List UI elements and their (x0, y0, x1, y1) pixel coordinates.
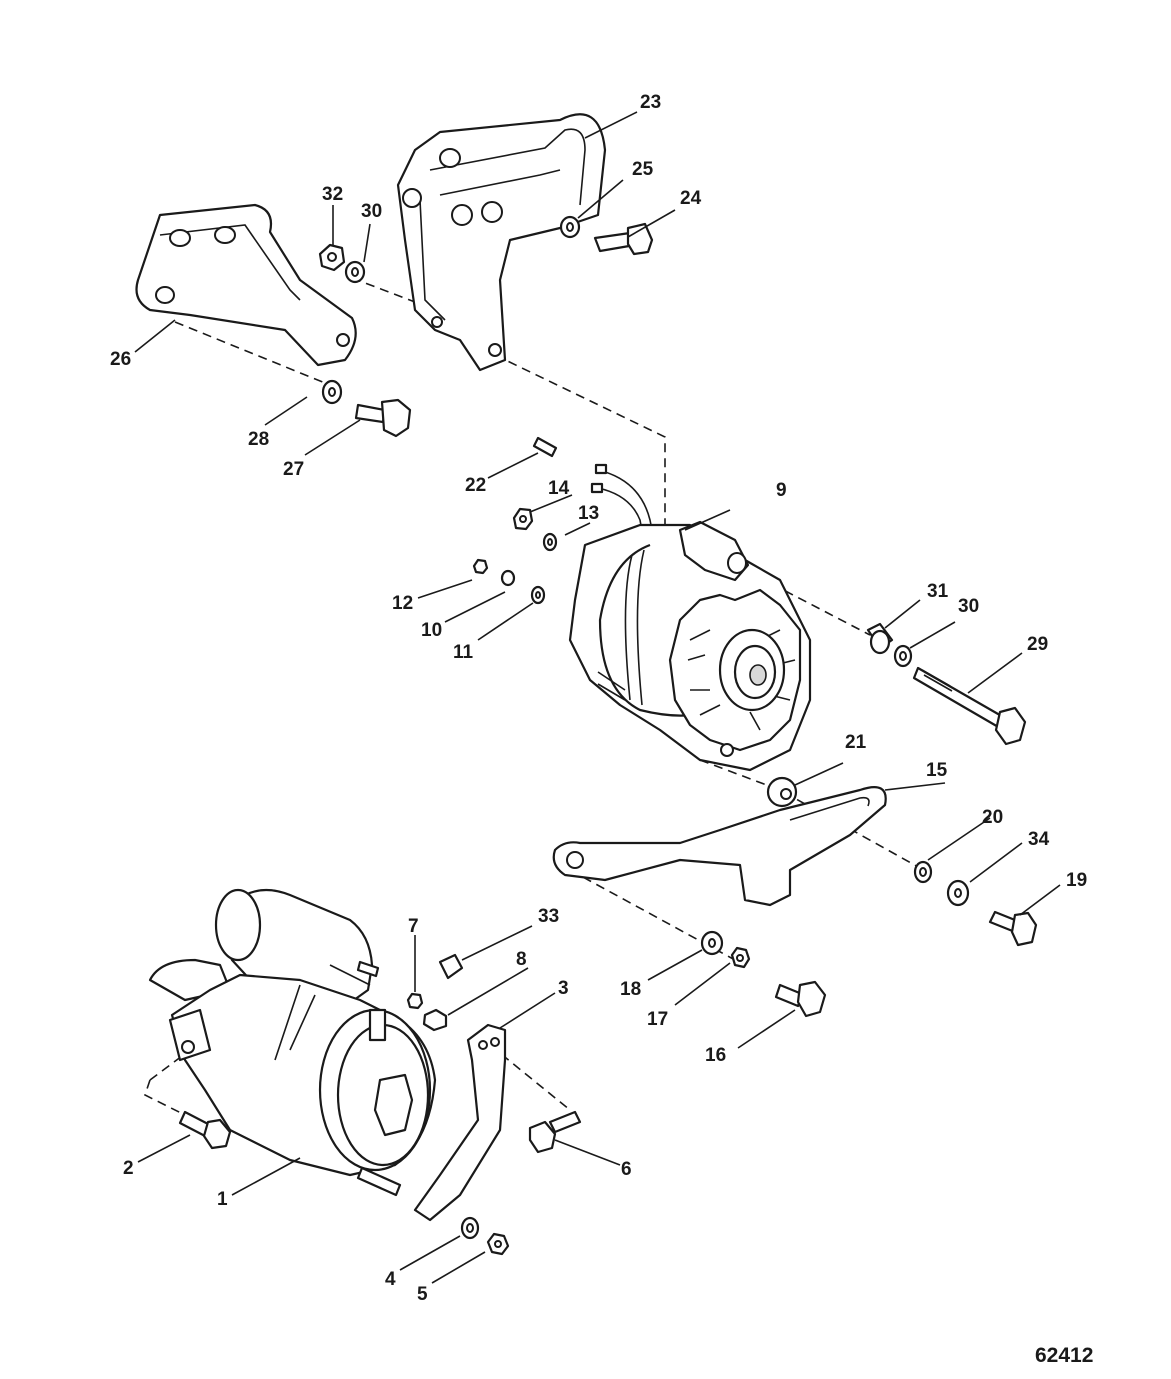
callout-7: 7 (408, 916, 419, 937)
bolt-29 (912, 666, 1027, 746)
bracket-3 (413, 1023, 507, 1222)
starter-motor-1 (148, 888, 437, 1197)
callout-30-top: 30 (361, 201, 382, 222)
nut-14 (512, 507, 534, 531)
callout-12: 12 (392, 593, 413, 614)
callout-13: 13 (578, 503, 599, 524)
callout-22: 22 (465, 475, 486, 496)
alternator-9 (568, 463, 812, 772)
callout-4: 4 (385, 1269, 396, 1290)
callout-2: 2 (123, 1158, 134, 1179)
callout-24: 24 (680, 188, 702, 209)
callout-5: 5 (417, 1284, 428, 1305)
washer-30-top (344, 260, 366, 284)
bolt-27 (354, 398, 412, 438)
callout-25: 25 (632, 159, 654, 180)
spacer-21 (766, 776, 798, 808)
washer-10 (500, 569, 516, 587)
callout-16: 16 (705, 1045, 726, 1066)
bolt-6 (528, 1110, 582, 1154)
cap-33 (438, 953, 464, 980)
callout-8: 8 (516, 949, 527, 970)
nut-8 (422, 1008, 448, 1032)
nut-32 (318, 243, 346, 272)
leader-lines (134, 111, 1061, 1284)
bracket-23 (396, 113, 607, 372)
nut-5 (486, 1232, 510, 1256)
callout-26: 26 (110, 349, 131, 370)
washer-11 (530, 585, 546, 605)
callout-32: 32 (322, 184, 343, 205)
callout-9: 9 (776, 480, 787, 501)
nut-12 (472, 558, 489, 575)
callout-1: 1 (217, 1189, 228, 1210)
spacer-31 (866, 622, 894, 655)
callout-21: 21 (845, 732, 867, 753)
washer-13 (542, 532, 558, 552)
nut-7 (406, 992, 424, 1010)
washer-25 (559, 215, 581, 239)
callout-labels: 1 2 3 4 5 6 7 8 9 10 11 12 13 14 15 16 1… (110, 92, 1087, 1305)
washer-18 (700, 930, 724, 956)
washer-28 (321, 379, 343, 405)
callout-10: 10 (421, 620, 442, 641)
callout-17: 17 (647, 1009, 668, 1030)
callout-6: 6 (621, 1159, 632, 1180)
washer-30-right (893, 644, 913, 668)
bolt-19 (988, 910, 1038, 947)
pin-22 (532, 436, 558, 458)
washer-34 (946, 879, 970, 907)
callout-29: 29 (1027, 634, 1048, 655)
callout-20: 20 (982, 807, 1003, 828)
adjusting-bracket-15 (552, 786, 887, 907)
callout-33: 33 (538, 906, 559, 927)
bolt-16 (774, 980, 827, 1018)
callout-19: 19 (1066, 870, 1087, 891)
bolt-2 (178, 1110, 232, 1150)
bolt-24 (593, 222, 654, 256)
callout-23: 23 (640, 92, 661, 113)
callout-28: 28 (248, 429, 269, 450)
figure-id: 62412 (1035, 1344, 1093, 1367)
callout-14: 14 (548, 478, 570, 499)
callout-18: 18 (620, 979, 641, 1000)
callout-27: 27 (283, 459, 304, 480)
callout-15: 15 (926, 760, 948, 781)
callout-34: 34 (1028, 829, 1050, 850)
washer-4 (460, 1216, 480, 1240)
callout-11: 11 (453, 642, 474, 663)
callout-30-right: 30 (958, 596, 979, 617)
bracket-26 (135, 203, 357, 367)
washer-20 (913, 860, 933, 884)
callout-3: 3 (558, 978, 569, 999)
nut-17 (730, 946, 751, 969)
callout-31: 31 (927, 581, 949, 602)
